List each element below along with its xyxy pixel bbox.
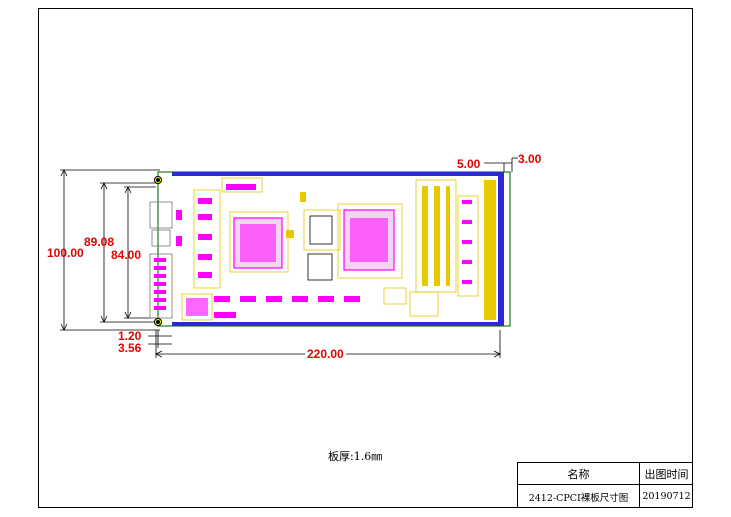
board-thickness-note: 板厚:1.6㎜ (328, 450, 383, 463)
dimension-offset-bottom-1: 1.20 (118, 329, 142, 343)
drawing-frame (38, 8, 693, 508)
title-block-name-header: 名称 (518, 463, 640, 485)
dimension-width-total: 220.00 (305, 347, 346, 361)
board-edge-hatching (172, 172, 504, 326)
title-block: 名称 出图时间 2412-CPCI裸板尺寸图 20190712 (517, 462, 693, 508)
dimension-height-inner: 84.00 (111, 248, 142, 262)
silkscreen-outlines (181, 177, 479, 321)
title-block-date-value: 20190712 (642, 491, 691, 502)
dimension-offset-top-2: 3.00 (518, 152, 542, 166)
title-block-date-header: 出图时间 (640, 463, 693, 485)
front-panel-connectors (149, 201, 173, 319)
dimension-offset-bottom-2: 3.56 (118, 341, 142, 355)
dimension-height-total: 100.00 (47, 246, 84, 260)
board-outline (157, 171, 511, 327)
small-pads (186, 198, 472, 318)
mounting-holes (154, 176, 162, 326)
dimension-height-mid: 89.08 (84, 235, 115, 249)
main-chips (226, 184, 395, 281)
dimension-offset-top-1: 5.00 (457, 157, 481, 171)
title-block-name-value: 2412-CPCI裸板尺寸图 (518, 485, 640, 508)
pad-fields (286, 180, 496, 320)
connector-pads (154, 210, 182, 310)
dimension-lines (60, 157, 518, 358)
